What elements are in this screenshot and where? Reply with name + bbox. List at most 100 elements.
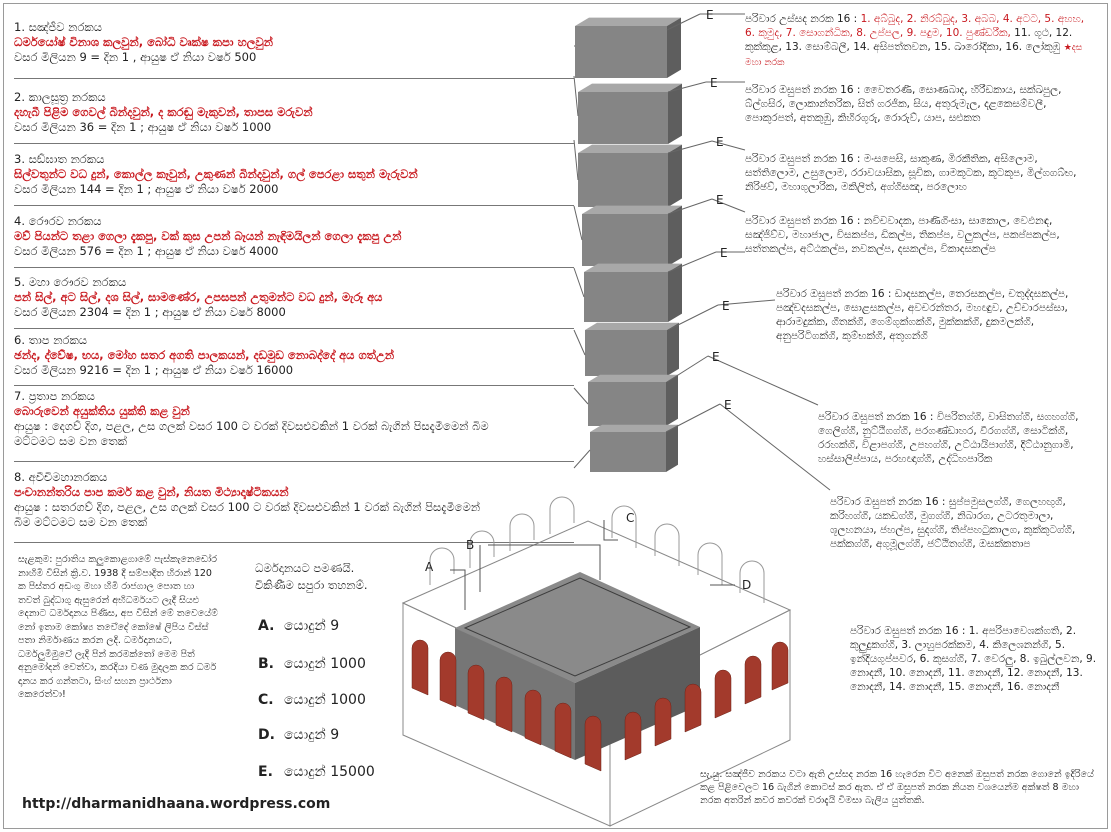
level-title: 5. මහා රෞරව නරකය [14, 275, 127, 289]
cube-side [668, 144, 682, 207]
label-b: B [466, 538, 475, 552]
level-sinners: බොරුවෙන් අයුක්තිය යුක්ති කළ වුන් [14, 404, 190, 418]
cube-front [582, 214, 668, 266]
sub-hell-lead: පරිවාර ඔසුපත් නරක 16 : [830, 496, 949, 508]
pillar [495, 676, 513, 733]
sub-hell-lead: පරිවාර ඔසුපත් නරක 16 : [745, 84, 864, 96]
label-d: D [742, 578, 752, 592]
option-letter: B. [258, 656, 274, 672]
option-c: C.යොදුන් 1000 [258, 692, 366, 708]
connector-line [573, 205, 583, 241]
pillar [524, 689, 542, 746]
cube-side [668, 83, 682, 144]
label-e: E [722, 299, 730, 313]
pillar [714, 669, 732, 719]
sub-hell-lead: පරිවාර ඔසුපත් නරක 16 : [776, 288, 895, 300]
poster-frame [3, 3, 1108, 829]
hell-cube-2 [578, 83, 682, 144]
option-letter: A. [258, 618, 275, 634]
hell-level-2: 2. කාලසූත්‍ර නරකය දහැබී පිළිම ගෙවල් බින්… [14, 90, 574, 144]
cube-front [578, 92, 668, 144]
level-sinners: ඡන්ද, ද්වේෂ, භය, මෝහ සතර අගති පාලකයන්, ද… [14, 348, 395, 362]
sub-hell-items: ඩාදසකල්ප, තෙරසකල්ප, චතුද්දසකල්ප, පඤ්චදසක… [776, 288, 1069, 342]
hell-cube-7 [588, 374, 678, 426]
level-lifespan: වසර මිලියන 9216 = දින 1 ; ආයුෂ ඒ නියා වර… [14, 363, 294, 377]
label-e: E [720, 246, 728, 260]
pillar [439, 651, 457, 708]
hell-cube-4 [582, 205, 682, 266]
connector-line [573, 267, 585, 298]
connector-line [711, 198, 746, 213]
option-d: D.යොදුන් 9 [258, 727, 339, 743]
cube-top [575, 17, 681, 26]
hell-level-7: 7. ප්‍රතාප නරකය බොරුවෙන් අයුක්තිය යුක්ති… [14, 389, 574, 462]
hell-level-6: 6. තාප නරකය ඡන්ද, ද්වේෂ, භය, මෝහ සතර අගත… [14, 333, 574, 386]
pillar [684, 683, 702, 733]
connector-line [573, 329, 586, 356]
option-b: B. යොදුන් 1000 [258, 656, 366, 672]
label-e: E [706, 8, 714, 22]
sub-hell-lead: පරිවාර ඔසුපත් නරක 16 : [850, 625, 969, 637]
hell-cube-1 [575, 17, 681, 79]
level-sinners: සිල්වතුන්ට වධ දුන්, කොල්ල කෑවුන්, උකුණන්… [14, 167, 418, 181]
option-text: යොදුන් 1000 [284, 692, 366, 708]
level-lifespan: වසර මිලියන 36 = දින 1 ; ආයුෂ ඒ නියා වර්ෂ… [14, 120, 272, 134]
cube-side [666, 424, 678, 472]
sub-hell-lead: පරිවාර උස්සද නරක 16 : [745, 13, 861, 25]
cube-front [578, 153, 668, 207]
sub-hell-highlight: 1. අබ්බුද, 2. නිරබ්බුද, 3. අබබ, 4. අටට, … [745, 13, 1085, 39]
pillar [411, 639, 429, 696]
sub-hell-items: 1. අපරිපාවෙශක්ගති, 2. කුලුදුකග්ගි, 3. ලා… [850, 625, 1097, 693]
hell-level-3: 3. සඞ්ඝාත නරකය සිල්වතුන්ට වධ දුන්, කොල්ල… [14, 152, 574, 206]
cube-front [575, 26, 667, 78]
cube-side [668, 205, 682, 266]
connector-line [667, 140, 713, 154]
option-a: A. යොදුන් 9 [258, 618, 339, 634]
level-lifespan: වසර මිලියන 144 = දින 1 ; ආයුෂ ඒ නියා වර්… [14, 182, 279, 196]
connector-line [667, 198, 713, 215]
option-text: යොදුන් 9 [284, 618, 340, 634]
level-sinners: ධර්මයෝෂ් විනාශ කලවුන්, බෝධි වෘක්ෂ කපා හල… [14, 35, 273, 49]
cube-front [585, 330, 667, 376]
level-title: 8. අවීචිමහානරකය [14, 470, 108, 484]
connector-line [573, 387, 589, 405]
connector-line [707, 355, 819, 406]
cube-side [668, 263, 682, 322]
cube-side [667, 17, 681, 79]
connector-line [573, 449, 591, 469]
connector-line [667, 304, 719, 331]
sub-hell-list-4: පරිවාර ඔසුපත් නරක 16 : නවිචවාදක, පාණිගිං… [745, 214, 1090, 256]
sub-hell-items: වෛතරණී, සොණබාද, හිරීඩකාය, සක්ඛපුල, බ්ල්ග… [745, 84, 1062, 124]
label-e: E [724, 398, 732, 412]
notice-line-1: ධර්මදානයට පමණයි. [255, 561, 355, 575]
option-text: යොදුන් 1000 [284, 656, 366, 672]
connector-line [719, 403, 831, 491]
cube-top [578, 83, 682, 92]
level-title: 2. කාලසූත්‍ර නරකය [14, 90, 106, 104]
sub-hell-lead: පරිවාර ඔසුපත් නරක 16 : [818, 411, 937, 423]
connector-line [667, 81, 707, 93]
level-sinners: දහැබී පිළිම ගෙවල් බින්දවුන්, ද කරඬු මැකු… [14, 105, 313, 119]
label-e: E [716, 135, 724, 149]
hell-level-8: 8. අවීචිමහානරකය පංචානන්තරිය පාප කර්ම කළ … [14, 470, 574, 543]
cube-top [578, 144, 682, 153]
label-e: E [712, 350, 720, 364]
label-a: A [425, 560, 434, 574]
pillar [584, 715, 602, 772]
level-sinners: මව් පියන්ට තළා ගෙලා දැකපු, වක් කුස උපන් … [14, 229, 402, 243]
box-base-diagram [401, 496, 792, 827]
hell-cube-5 [584, 263, 682, 322]
connector-line [717, 299, 776, 306]
dhamma-notice: ධර්මදානයට පමණයි. විකිණීම සපුරා තහනම්. [255, 560, 368, 594]
ten-great-hells-note: ★දස මහා නරක [745, 43, 1083, 68]
cube-front [584, 272, 668, 322]
connector-lines [573, 13, 831, 491]
level-lifespan: වසර මිලියන 576 = දින 1 ; ආයුෂ ඒ නියා වර්… [14, 244, 279, 258]
sub-hell-list-2: පරිවාර ඔසුපත් නරක 16 : වෛතරණී, සොණබාද, හ… [745, 83, 1090, 125]
label-c: C [626, 511, 635, 525]
level-sinners: පංචානන්තරිය පාප කර්ම කළ වුන්, නියත මිථ්‍… [14, 485, 289, 499]
cube-front [588, 382, 666, 426]
sub-hell-list-8: පරිවාර ඔසුපත් නරක 16 : 1. අපරිපාවෙශක්ගති… [850, 624, 1098, 694]
website-url: http://dharmanidhaana.wordpress.com [22, 796, 331, 812]
sub-hell-list-5: පරිවාර ඔසුපත් නරක 16 : ඩාදසකල්ප, තෙරසකල්… [776, 287, 1096, 343]
